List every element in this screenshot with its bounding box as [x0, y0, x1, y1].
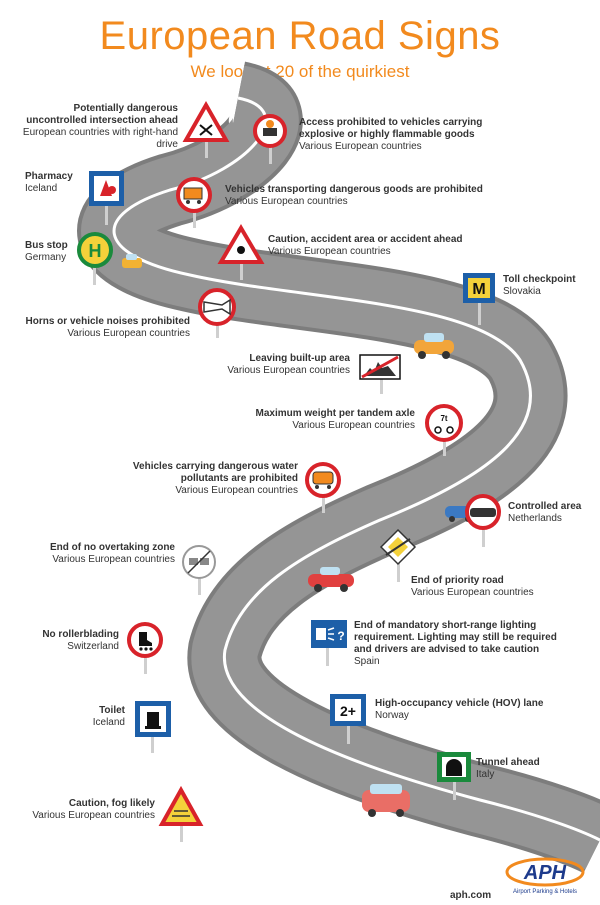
sign-country: Various European countries [227, 365, 350, 376]
car-icon [308, 567, 354, 592]
sign-label-pharmacy: Pharmacy Iceland [25, 171, 87, 195]
end-priority-road-sign-icon [379, 528, 417, 566]
sign-label-tandem-axle: Maximum weight per tandem axle Various E… [215, 408, 416, 432]
pharmacy-sign-icon [89, 171, 124, 206]
end-no-overtaking-sign-icon [182, 545, 216, 579]
sign-title: High-occupancy vehicle (HOV) lane [375, 698, 544, 709]
intersection-warning-sign-icon [182, 100, 230, 142]
svg-text:?: ? [337, 629, 344, 643]
end-lighting-requirement-sign-icon: ? [311, 620, 347, 648]
sign-label-fog: Caution, fog likely Various European cou… [15, 798, 155, 822]
sign-country: Spain [354, 656, 380, 667]
sign-label-bus-stop: Bus stop Germany [25, 240, 85, 264]
sign-title: Maximum weight per tandem axle [255, 408, 416, 419]
no-horn-sign-icon [198, 288, 236, 326]
sign-title: Leaving built-up area [249, 353, 350, 364]
bus-stop-sign-icon: H [77, 232, 113, 268]
sign-country: Various European countries [225, 196, 348, 207]
controlled-area-sign-icon [465, 494, 501, 530]
sign-country: Italy [476, 769, 495, 780]
toilet-sign-icon [135, 701, 171, 737]
toll-checkpoint-sign-icon: M [463, 273, 495, 303]
sign-label-controlled-area: Controlled area Netherlands [508, 501, 598, 525]
sign-title: Pharmacy [25, 171, 73, 182]
sign-label-end-priority-road: End of priority road Various European co… [411, 575, 591, 599]
sign-country: Switzerland [67, 641, 119, 652]
footer-url[interactable]: aph.com [450, 890, 492, 901]
page-title: European Road Signs [99, 14, 501, 58]
sign-title: End of mandatory short-range lighting re… [354, 620, 557, 655]
sign-title: Vehicles transporting dangerous goods ar… [225, 184, 483, 195]
logo-text: APH [523, 862, 567, 884]
sign-label-explosives: Access prohibited to vehicles carrying e… [299, 117, 529, 153]
sign-label-no-rollerblading: No rollerblading Switzerland [20, 629, 119, 653]
sign-country: Netherlands [508, 513, 562, 524]
sign-country: Various European countries [292, 420, 415, 431]
sign-title: Bus stop [25, 240, 68, 251]
no-rollerblading-sign-icon [127, 622, 163, 658]
sign-country: Various European countries [52, 554, 175, 565]
sign-title: Controlled area [508, 501, 582, 512]
sign-title: End of no overtaking zone [49, 542, 175, 553]
tandem-axle-sign-icon: 7t [425, 404, 463, 442]
sign-title: Access prohibited to vehicles carrying e… [299, 117, 483, 140]
sign-label-end-lighting: End of mandatory short-range lighting re… [354, 620, 574, 668]
sign-label-intersection: Potentially dangerous uncontrolled inter… [20, 103, 178, 151]
sign-country: Various European countries [411, 587, 534, 598]
hov-glyph: 2+ [340, 703, 356, 719]
axle-weight-glyph: 7t [440, 414, 447, 423]
sign-country: Various European countries [299, 141, 422, 152]
sign-title: Caution, accident area or accident ahead [268, 234, 463, 245]
sign-country: Various European countries [32, 810, 155, 821]
explosives-prohibited-sign-icon [253, 114, 287, 148]
sign-label-water-pollutants: Vehicles carrying dangerous water pollut… [130, 461, 298, 497]
road-center-line [112, 96, 600, 842]
sign-label-toll: Toll checkpoint Slovakia [503, 274, 598, 298]
sign-title: Caution, fog likely [68, 798, 155, 809]
sign-title: No rollerblading [42, 629, 119, 640]
logo-tagline: Airport Parking & Hotels [512, 889, 578, 895]
car-icon [414, 333, 454, 359]
sign-label-no-horn: Horns or vehicle noises prohibited Vario… [10, 316, 190, 340]
sign-country: Iceland [92, 717, 125, 728]
water-pollutants-prohibited-sign-icon [305, 462, 341, 498]
car-icon [122, 254, 142, 268]
brand-logo: APH Airport Parking & Hotels [505, 855, 585, 900]
sign-title: Horns or vehicle noises prohibited [25, 316, 190, 327]
sign-country: Iceland [25, 183, 58, 194]
sign-country: Norway [375, 710, 409, 721]
sign-title: End of priority road [411, 575, 504, 586]
sign-label-tunnel: Tunnel ahead Italy [476, 757, 586, 781]
sign-country: Slovakia [503, 286, 541, 297]
car-icon [362, 784, 410, 817]
sign-country: Germany [25, 252, 67, 263]
bus-stop-glyph: H [89, 241, 102, 261]
tunnel-sign-icon [437, 752, 471, 782]
accident-warning-sign-icon [217, 224, 265, 264]
toll-glyph: M [472, 281, 485, 298]
leaving-town-sign-icon [359, 354, 401, 380]
sign-country: Various European countries [268, 246, 391, 257]
sign-title: Tunnel ahead [476, 757, 540, 768]
sign-label-end-no-overtaking: End of no overtaking zone Various Europe… [20, 542, 175, 566]
sign-title: Vehicles carrying dangerous water pollut… [132, 461, 298, 484]
sign-title: Toll checkpoint [503, 274, 576, 285]
sign-country: Various European countries [67, 328, 190, 339]
dangerous-goods-prohibited-sign-icon [176, 177, 212, 213]
sign-country: European countries with right-hand drive [22, 127, 178, 150]
sign-label-dangerous-goods: Vehicles transporting dangerous goods ar… [225, 184, 555, 208]
sign-label-leaving-town: Leaving built-up area Various European c… [190, 353, 350, 377]
aph-logo-icon: APH [505, 857, 585, 887]
sign-country: Various European countries [175, 485, 298, 496]
sign-title: Potentially dangerous uncontrolled inter… [26, 103, 178, 126]
hov-lane-sign-icon: 2+ [330, 694, 366, 726]
sign-title: Toilet [99, 705, 125, 716]
fog-warning-sign-icon [158, 785, 204, 826]
sign-label-toilet: Toilet Iceland [60, 705, 125, 729]
sign-label-accident: Caution, accident area or accident ahead… [268, 234, 568, 258]
sign-label-hov-lane: High-occupancy vehicle (HOV) lane Norway [375, 698, 595, 722]
